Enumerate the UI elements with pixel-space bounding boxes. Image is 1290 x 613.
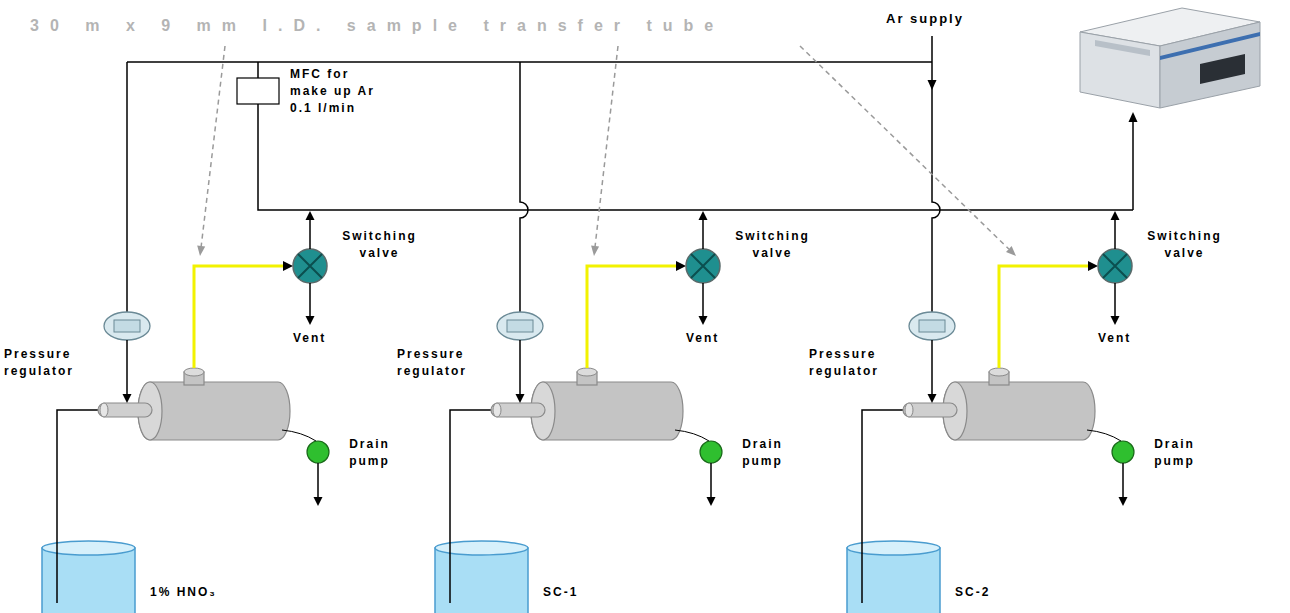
reagent-label: 1% HNO₃: [150, 584, 217, 601]
sample-channel: [435, 211, 722, 613]
icp-ms-instrument: [1080, 8, 1260, 108]
component-label: Switching valve: [1137, 228, 1232, 262]
leader-head: [591, 246, 599, 256]
supply-label: Ar supply: [886, 10, 964, 27]
component-label: Switching valve: [725, 228, 820, 262]
leader-line: [201, 46, 225, 246]
mfc-box: [237, 78, 279, 104]
callout-note: 30 m x 9 mm I.D. sample transfer tube: [30, 16, 724, 36]
component-label: Drain pump: [730, 436, 795, 470]
instrument-slot: [1095, 40, 1150, 56]
arrow-head: [928, 80, 937, 90]
instrument-side: [1160, 22, 1260, 108]
instrument-feed: [1132, 120, 1134, 210]
component-label: Drain pump: [1142, 436, 1207, 470]
reagent-label: SC-2: [955, 584, 990, 601]
make-up-line: [258, 62, 1133, 210]
arrow-head: [1129, 112, 1138, 122]
component-label: Pressure regulator: [4, 346, 104, 380]
ar-branch: [520, 62, 528, 312]
vent-label: Vent: [293, 330, 326, 347]
vent-label: Vent: [686, 330, 719, 347]
reagent-label: SC-1: [543, 584, 578, 601]
component-label: Pressure regulator: [809, 346, 909, 380]
leader-line: [595, 46, 618, 246]
ar-manifold: [127, 61, 932, 63]
component-label: Drain pump: [337, 436, 402, 470]
sample-channel: [42, 211, 329, 613]
component-label: MFC for make up Ar 0.1 l/min: [290, 66, 382, 117]
ar-supply-line: [932, 36, 940, 312]
ar-branch: [126, 62, 128, 312]
leader-line: [800, 46, 1009, 249]
component-label: Pressure regulator: [397, 346, 497, 380]
vent-label: Vent: [1098, 330, 1131, 347]
instrument-panel: [1200, 54, 1245, 84]
leader-head: [197, 246, 205, 256]
leader-head: [1006, 246, 1016, 256]
instrument-front: [1080, 32, 1160, 108]
sample-channel: [847, 211, 1134, 613]
component-label: Switching valve: [332, 228, 427, 262]
